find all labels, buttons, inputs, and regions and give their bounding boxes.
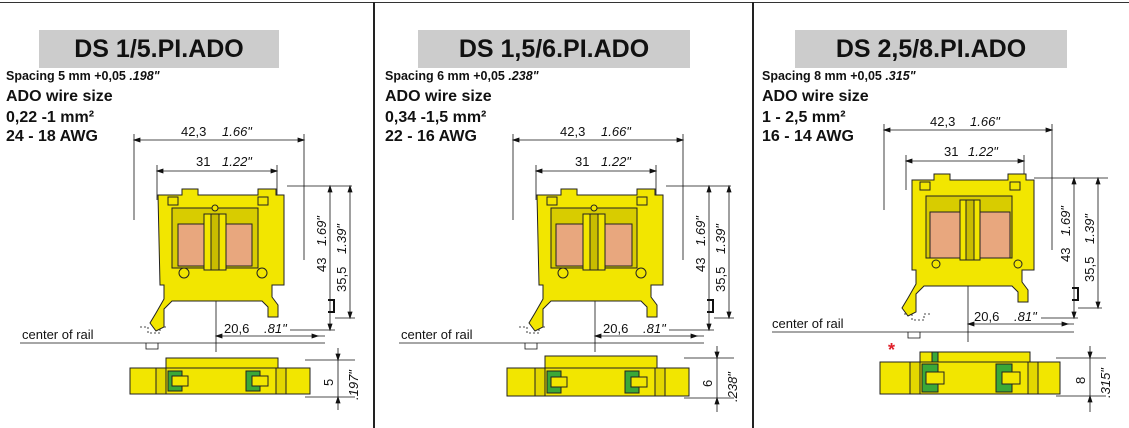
- inner-width-inch: 1.22": [601, 154, 632, 169]
- spacing-mm: 5: [321, 379, 336, 386]
- rail-height-mm: 35,5: [713, 267, 728, 292]
- terminal-housing: [528, 188, 664, 332]
- terminal-housing: [149, 188, 285, 332]
- offset-mm: 20,6: [224, 321, 249, 336]
- top-rule: [0, 2, 1129, 3]
- terminal-block-drawing: 42,3 1.66" 31 1.22" 20,6 .81" center of …: [20, 124, 361, 410]
- offset-mm: 20,6: [603, 321, 628, 336]
- inner-width-mm: 31: [575, 154, 589, 169]
- center-of-rail-label: center of rail: [401, 327, 473, 342]
- offset-inch: .81": [643, 321, 667, 336]
- product-panel-ds-1-5-6: DS 1,5/6.PI.ADO Spacing 6 mm +0,05 .238"…: [379, 0, 755, 428]
- terminal-housing: [901, 173, 1035, 317]
- panel-divider: [752, 2, 754, 428]
- product-panel-ds-1-5: DS 1/5.PI.ADO Spacing 5 mm +0,05 .198" A…: [0, 0, 376, 428]
- offset-mm: 20,6: [974, 309, 999, 324]
- rail-height-inch: 1.39": [713, 223, 728, 254]
- center-of-rail-label: center of rail: [772, 316, 844, 331]
- product-panel-ds-2-5-8: DS 2,5/8.PI.ADO Spacing 8 mm +0,05 .315"…: [756, 0, 1129, 428]
- spacing-spec: Spacing 8 mm +0,05 .315": [762, 69, 916, 83]
- product-title: DS 1,5/6.PI.ADO: [418, 30, 690, 68]
- height-mm: 43: [1058, 248, 1073, 262]
- rail-height-mm: 35,5: [1082, 257, 1097, 282]
- wire-size-awg: 16 - 14 AWG: [762, 128, 854, 145]
- width-inch: 1.66": [601, 124, 632, 139]
- terminal-bottom-view: [506, 355, 690, 397]
- width-mm: 42,3: [181, 124, 206, 139]
- width-inch: 1.66": [222, 124, 253, 139]
- wire-size-awg: 24 - 18 AWG: [6, 128, 98, 145]
- note-asterisk: *: [888, 340, 895, 360]
- product-title: DS 1/5.PI.ADO: [39, 30, 279, 68]
- offset-inch: .81": [264, 321, 288, 336]
- terminal-block-drawing: * 42,3 1.66" 31 1.22" 20,6 .81" center o…: [772, 114, 1113, 412]
- wire-size-mm: 1 - 2,5 mm²: [762, 109, 846, 126]
- rail-height-inch: 1.39": [334, 223, 349, 254]
- width-inch: 1.66": [970, 114, 1001, 129]
- width-mm: 42,3: [560, 124, 585, 139]
- wire-size-awg: 22 - 16 AWG: [385, 128, 477, 145]
- wire-size-label: ADO wire size: [762, 88, 869, 105]
- terminal-bottom-view: [879, 351, 1061, 395]
- inner-width-inch: 1.22": [968, 144, 999, 159]
- inner-width-inch: 1.22": [222, 154, 253, 169]
- center-of-rail-label: center of rail: [22, 327, 94, 342]
- wire-size-label: ADO wire size: [385, 88, 492, 105]
- spacing-inch: .197": [346, 369, 361, 400]
- spacing-inch: .315": [1098, 367, 1113, 398]
- rail-height-inch: 1.39": [1082, 213, 1097, 244]
- height-inch: 1.69": [314, 215, 329, 246]
- terminal-bottom-view: [129, 357, 311, 395]
- spacing-inch: .238": [725, 371, 740, 402]
- spacing-spec: Spacing 6 mm +0,05 .238": [385, 69, 539, 83]
- height-mm: 43: [314, 258, 329, 272]
- spacing-mm: 8: [1073, 377, 1088, 384]
- height-inch: 1.69": [693, 215, 708, 246]
- spacing-mm: 6: [700, 380, 715, 387]
- product-title: DS 2,5/8.PI.ADO: [795, 30, 1067, 68]
- wire-size-mm: 0,34 -1,5 mm²: [385, 109, 487, 126]
- inner-width-mm: 31: [196, 154, 210, 169]
- rail-height-mm: 35,5: [334, 267, 349, 292]
- spacing-spec: Spacing 5 mm +0,05 .198": [6, 69, 160, 83]
- terminal-block-drawing: 42,3 1.66" 31 1.22" 20,6 .81" center of …: [399, 124, 740, 412]
- wire-size-label: ADO wire size: [6, 88, 113, 105]
- wire-size-mm: 0,22 -1 mm²: [6, 109, 95, 126]
- height-mm: 43: [693, 258, 708, 272]
- offset-inch: .81": [1014, 309, 1038, 324]
- height-inch: 1.69": [1058, 205, 1073, 236]
- inner-width-mm: 31: [944, 144, 958, 159]
- width-mm: 42,3: [930, 114, 955, 129]
- panel-divider: [373, 2, 375, 428]
